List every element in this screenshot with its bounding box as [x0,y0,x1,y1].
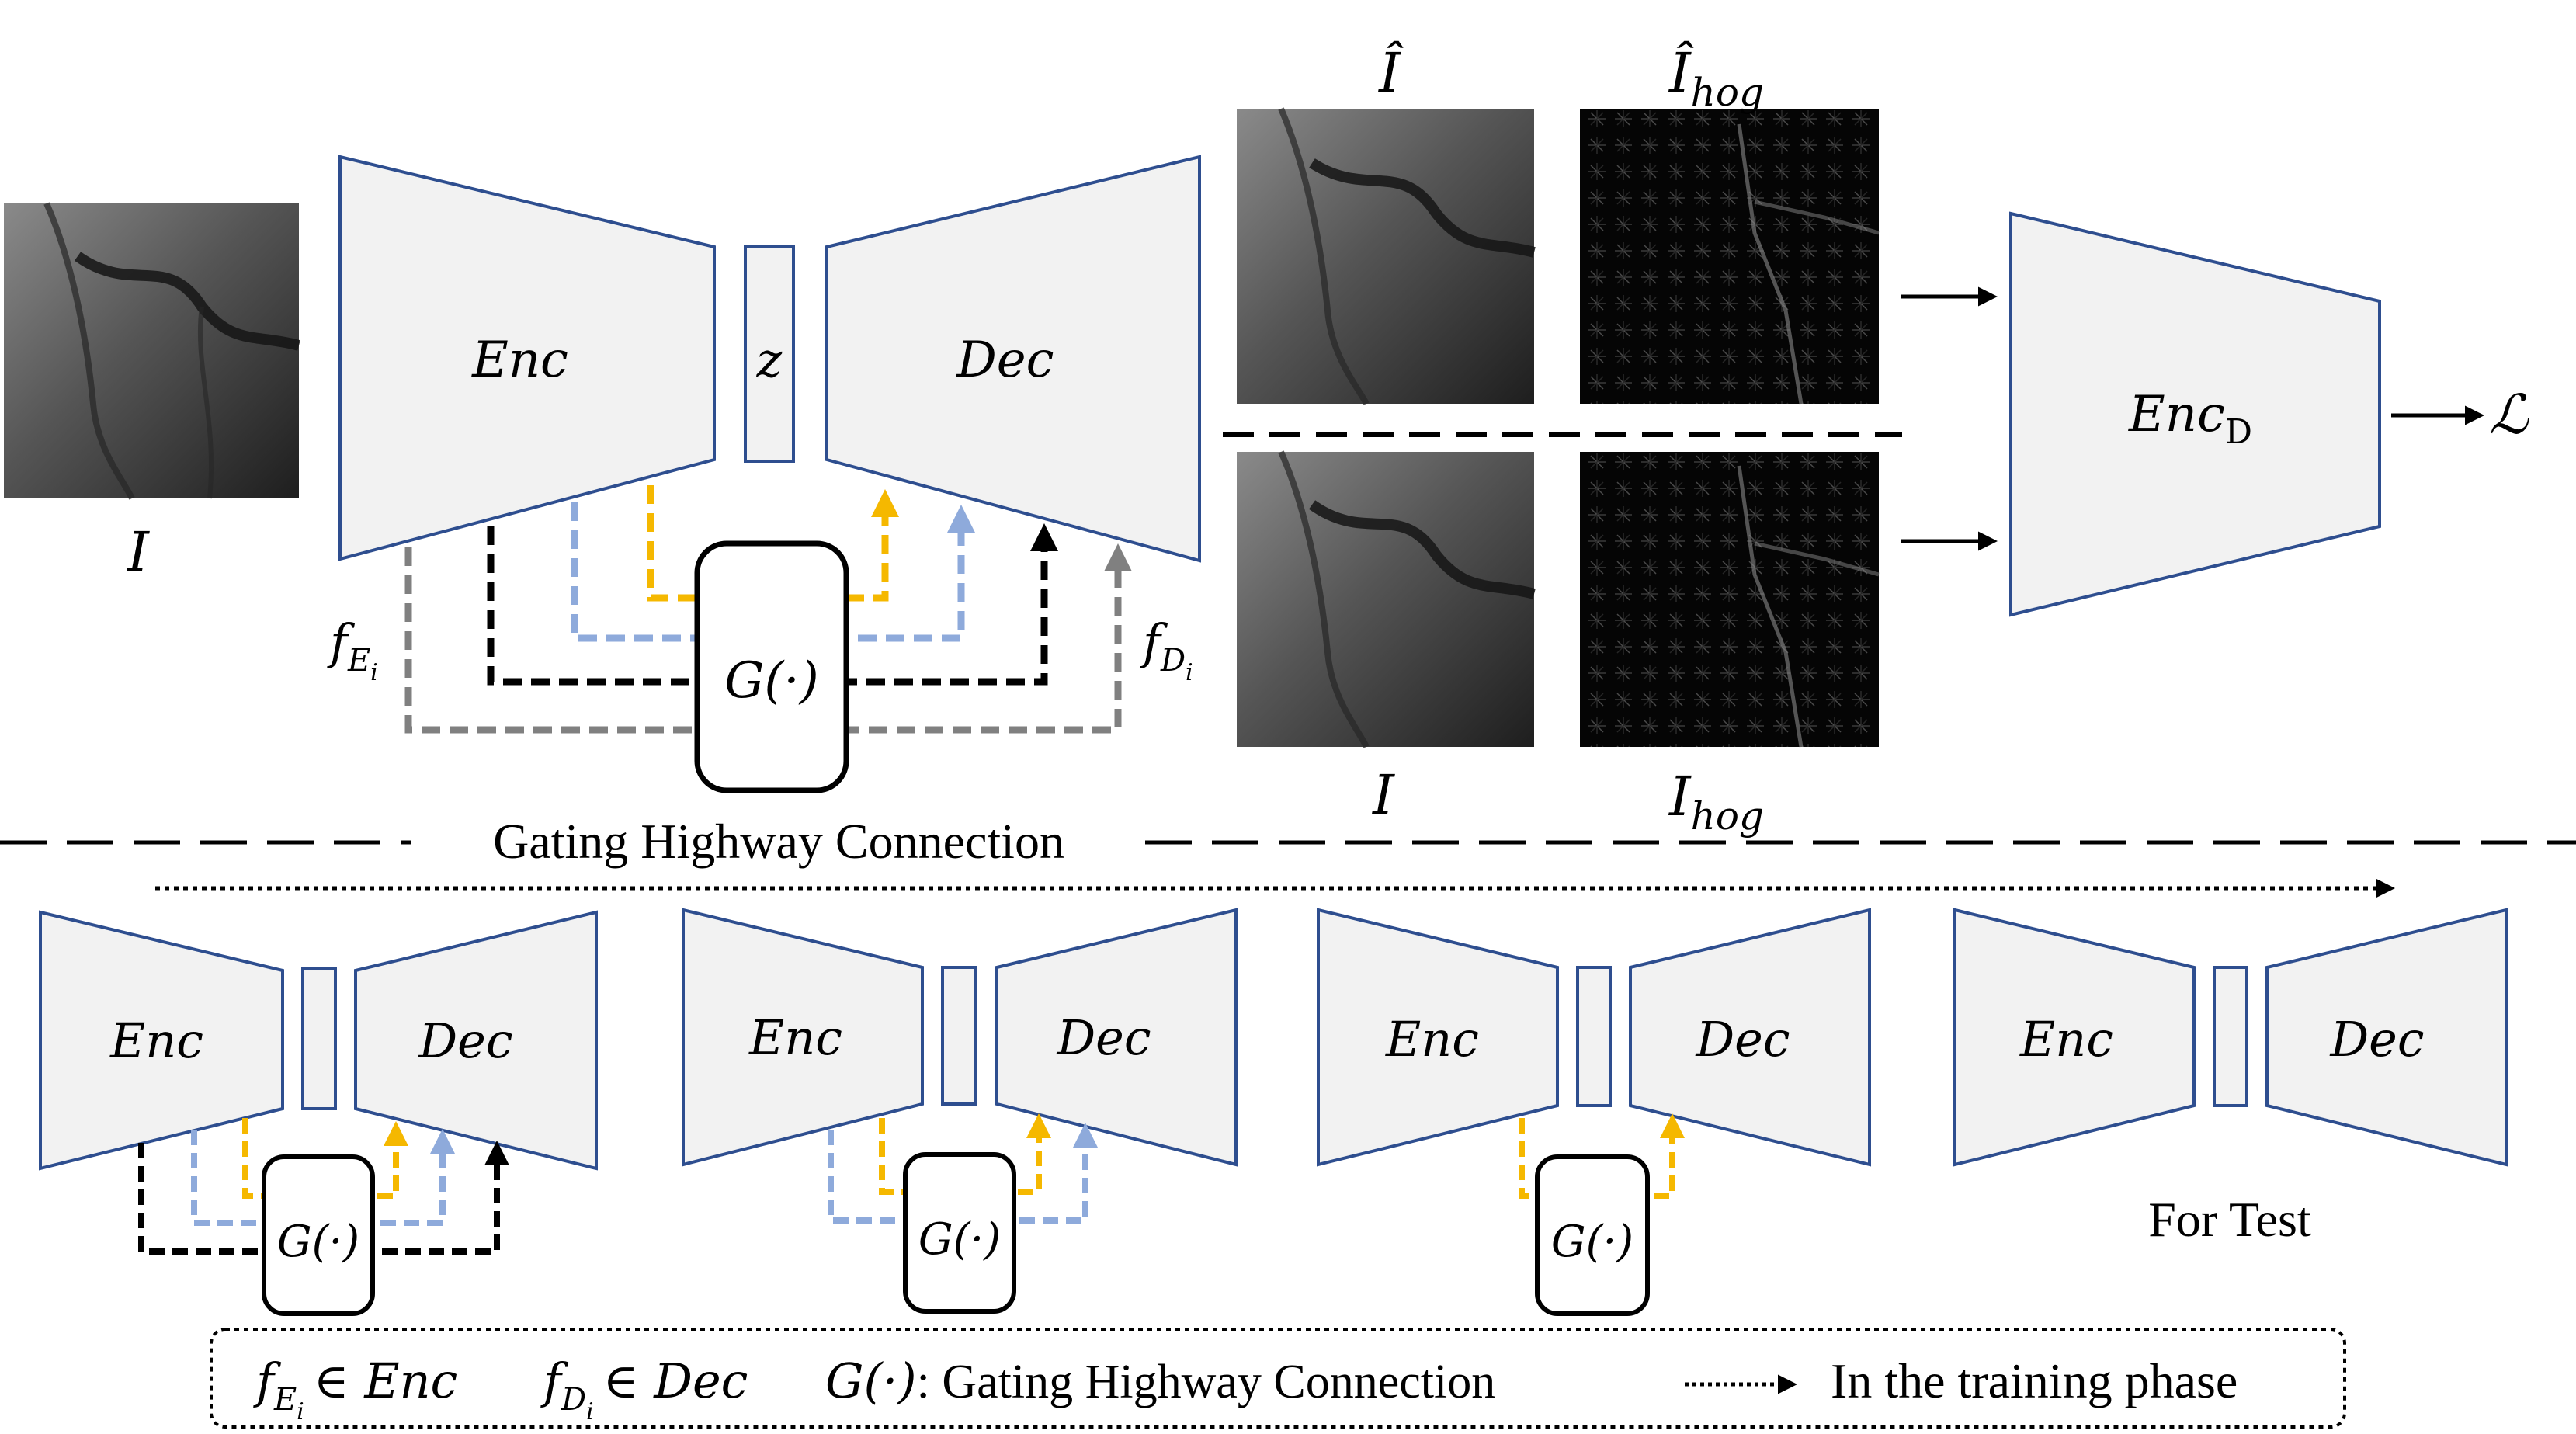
stage-3-encoder [1317,908,1559,1167]
stage-4-encoder [1953,908,2196,1167]
stage-4-latent [2213,966,2248,1107]
input-retina-image [4,202,300,500]
reconstructed-hog-image [1580,109,1880,405]
decoder-label: Dec [956,332,1054,389]
original-hog-label: Ihog [1668,765,1764,839]
stage-2-gate-label: G(·) [918,1214,1001,1265]
reconstructed-image-label: Î [1377,41,1404,105]
reconstructed-hog-label: Îhog [1668,41,1764,115]
stage-1-latent [301,967,337,1110]
legend-f-dec: fDi∈ Dec [540,1352,748,1425]
top-gate-block [694,540,849,793]
original-image-label: I [1371,763,1395,827]
stage-3-decoder [1629,908,1871,1167]
for-test-label: For Test [2148,1192,2311,1247]
legend-training-label: In the training phase [1831,1353,2238,1408]
original-hog-image [1580,452,1880,748]
legend-box [210,1328,2346,1429]
discriminator-label: EncD [2128,386,2252,452]
loss-label: ℒ [2489,383,2529,446]
top-connection-blue [571,502,975,642]
original-retina-image [1237,450,1536,748]
stage-3-gate-label: G(·) [1551,1217,1633,1267]
stage-4-encoder-label: Enc [2019,1011,2113,1068]
stage-1-encoder [39,910,284,1171]
stage-2-decoder [995,908,1238,1167]
stage-1-gate [262,1154,375,1316]
stage-4-test: Enc Dec [1953,908,2508,1167]
stage-3-encoder-label: Enc [1385,1011,1479,1068]
f-enc-label: fEi [327,613,378,686]
encoder-block [338,155,716,561]
encoder-label: Enc [471,332,568,389]
stage-2-gate [903,1152,1016,1314]
reconstructed-retina-image [1237,107,1536,405]
top-gate-label: G(·) [724,652,818,710]
stage-2-encoder [682,908,924,1167]
legend-gate: G(·): Gating Highway Connection [825,1352,1495,1409]
stage-1: Enc Dec G(·) [39,910,598,1316]
decoder-block [825,155,1201,563]
stage-3: Enc Dec G(·) [1317,908,1871,1316]
stage-3-decoder-label: Dec [1695,1011,1790,1068]
stage-4-decoder-label: Dec [2329,1011,2424,1068]
input-image-label: I [126,520,150,584]
stage-1-decoder-label: Dec [418,1012,512,1069]
stage-1-gate-label: G(·) [277,1217,359,1267]
stage-1-decoder [354,910,598,1171]
legend-f-enc: fEi∈ Enc [253,1352,457,1425]
stage-3-latent [1576,966,1612,1107]
stage-2-encoder-label: Enc [748,1009,842,1066]
latent-block [744,245,795,463]
stage-4-decoder [2265,908,2508,1167]
discriminator-block [2009,211,2381,617]
latent-label: z [756,332,783,388]
f-dec-label: fDi [1140,613,1193,686]
stage-2-latent [941,966,977,1106]
stage-3-gate [1535,1154,1650,1316]
stage-1-encoder-label: Enc [109,1012,203,1069]
gating-title: Gating Highway Connection [493,814,1064,869]
stage-2: Enc Dec G(·) [682,908,1238,1314]
stage-2-decoder-label: Dec [1056,1009,1151,1066]
